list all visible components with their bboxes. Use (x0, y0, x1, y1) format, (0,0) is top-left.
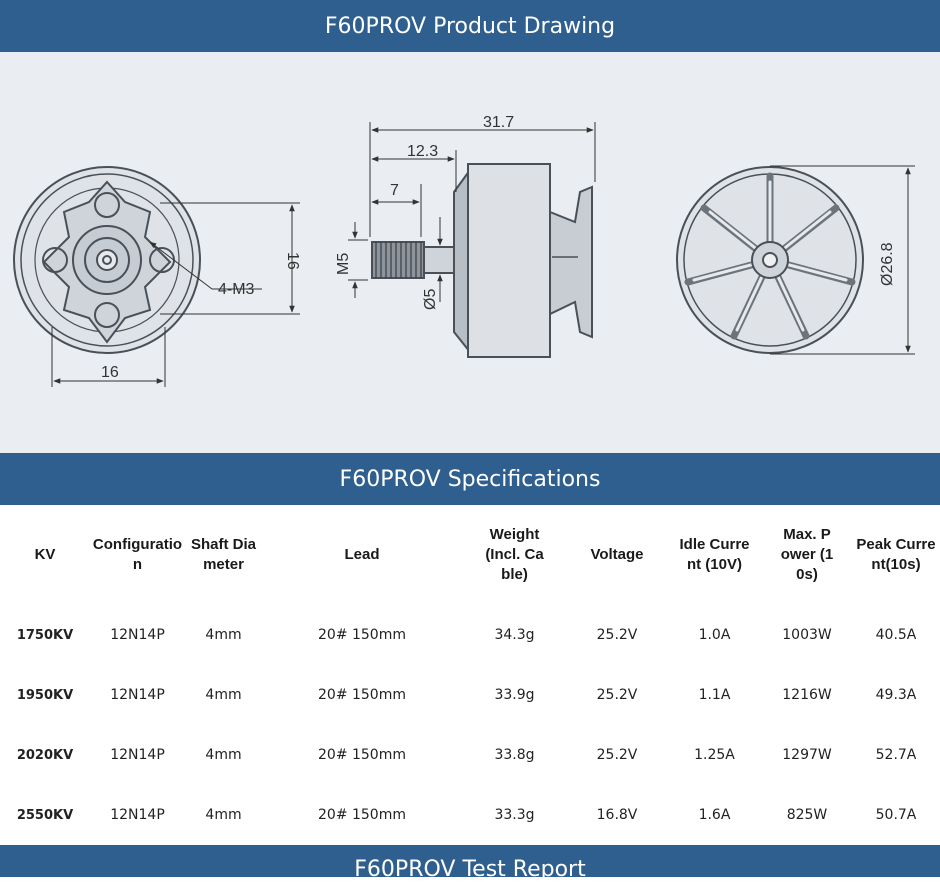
cell-peak-current: 52.7A (875, 747, 917, 763)
cell-max-power: 1216W (782, 687, 832, 703)
dim-4m3: 4-M3 (218, 281, 255, 298)
cell-kv: 1750KV (16, 627, 74, 643)
table-row: 2020KV 12N14P 4mm 20# 150mm 33.8g 25.2V … (0, 725, 940, 785)
cell-voltage: 25.2V (596, 687, 638, 703)
cell-peak-current: 50.7A (875, 807, 917, 823)
dim-31-7: 31.7 (483, 114, 514, 131)
cell-idle-current: 1.25A (694, 747, 735, 763)
column-header-lead: Lead (344, 546, 380, 563)
cell-lead: 20# 150mm (318, 807, 406, 823)
drawing-section-header: F60PROV Product Drawing (0, 0, 940, 52)
drawing-section-title: F60PROV Product Drawing (324, 13, 616, 39)
cell-kv: 2020KV (16, 747, 74, 763)
table-row: 1950KV 12N14P 4mm 20# 150mm 33.9g 25.2V … (0, 665, 940, 725)
cell-voltage: 25.2V (596, 627, 638, 643)
dim-d5: Ø5 (422, 289, 439, 310)
specs-section-header: F60PROV Specifications (0, 453, 940, 505)
motor-technical-drawing: 16 16 4-M3 (13, 114, 915, 387)
table-row: 2550KV 12N14P 4mm 20# 150mm 33.3g 16.8V … (0, 785, 940, 845)
cell-configuration: 12N14P (110, 627, 165, 643)
column-header-configuration: Configuration (92, 536, 183, 573)
cell-lead: 20# 150mm (318, 747, 406, 763)
column-header-peak-current: Peak Current(10s) (856, 536, 936, 573)
dim-16-horizontal: 16 (101, 364, 119, 381)
dim-16-vertical: 16 (284, 252, 301, 270)
specifications-table: KV Configuration Shaft Diameter Lead Wei… (0, 505, 940, 845)
test-report-section-title: F60PROV Test Report (354, 857, 586, 882)
cell-configuration: 12N14P (110, 687, 165, 703)
top-view-dimensions (770, 165, 915, 355)
table-header-row: KV Configuration Shaft Diameter Lead Wei… (0, 505, 940, 605)
column-header-kv: KV (34, 546, 56, 563)
cell-kv: 2550KV (16, 807, 74, 823)
product-drawing: 16 16 4-M3 (0, 52, 940, 453)
motor-bottom-view (13, 166, 201, 354)
cell-max-power: 1297W (782, 747, 832, 763)
cell-max-power: 1003W (782, 627, 832, 643)
motor-side-view (371, 163, 593, 358)
cell-shaft-diameter: 4mm (205, 687, 242, 703)
column-header-voltage: Voltage (590, 546, 644, 563)
dim-m5: M5 (335, 253, 352, 275)
bottom-view-dimensions (51, 202, 300, 387)
cell-shaft-diameter: 4mm (205, 627, 242, 643)
table-row: 1750KV 12N14P 4mm 20# 150mm 34.3g 25.2V … (0, 605, 940, 665)
cell-weight: 33.9g (494, 687, 535, 703)
specifications-table-area: KV Configuration Shaft Diameter Lead Wei… (0, 505, 940, 845)
cell-weight: 33.8g (494, 747, 535, 763)
cell-configuration: 12N14P (110, 807, 165, 823)
cell-lead: 20# 150mm (318, 687, 406, 703)
test-report-section-header: F60PROV Test Report (0, 845, 940, 882)
dim-12-3: 12.3 (407, 143, 438, 160)
cell-kv: 1950KV (16, 687, 74, 703)
column-header-max-power: Max. Power (10s) (780, 526, 834, 583)
cell-voltage: 16.8V (596, 807, 638, 823)
dim-7: 7 (390, 182, 399, 199)
cell-lead: 20# 150mm (318, 627, 406, 643)
cell-idle-current: 1.6A (698, 807, 731, 823)
cell-configuration: 12N14P (110, 747, 165, 763)
cell-peak-current: 40.5A (875, 627, 917, 643)
cell-weight: 34.3g (494, 627, 535, 643)
cell-shaft-diameter: 4mm (205, 747, 242, 763)
side-view-dimensions (348, 122, 596, 302)
cell-shaft-diameter: 4mm (205, 807, 242, 823)
cell-idle-current: 1.1A (698, 687, 731, 703)
cell-idle-current: 1.0A (698, 627, 731, 643)
column-header-shaft-diameter: Shaft Diameter (190, 536, 256, 573)
column-header-weight: Weight (Incl. Cable) (485, 526, 544, 583)
motor-top-view (676, 166, 864, 354)
dim-d26-8: Ø26.8 (879, 242, 896, 286)
cell-weight: 33.3g (494, 807, 535, 823)
cell-voltage: 25.2V (596, 747, 638, 763)
column-header-idle-current: Idle Current (10V) (679, 536, 750, 573)
specs-section-title: F60PROV Specifications (339, 466, 601, 492)
cell-max-power: 825W (786, 807, 828, 823)
cell-peak-current: 49.3A (875, 687, 917, 703)
